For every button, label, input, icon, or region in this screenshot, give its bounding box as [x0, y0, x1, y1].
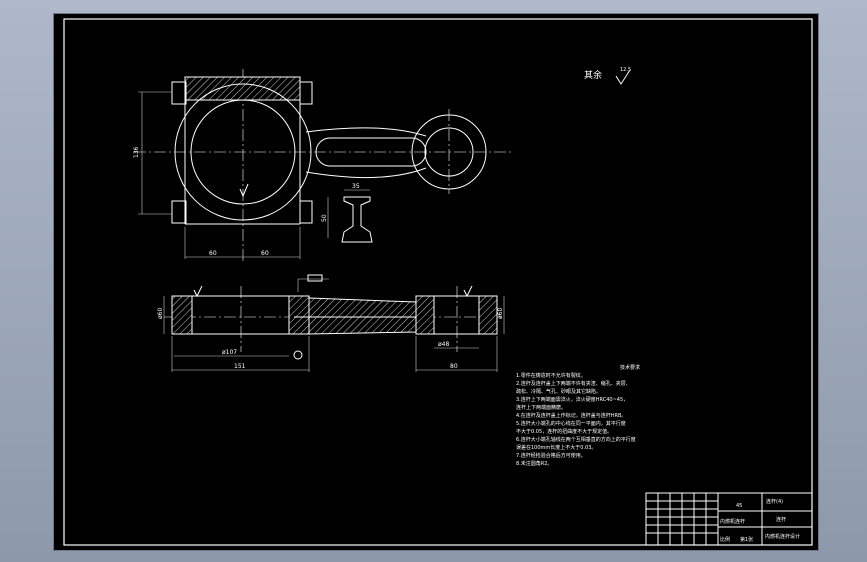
tech-req-line-3: 疏松、冷隔、气孔、砂眼及其它缺陷。: [516, 388, 601, 395]
bolt-bottom-right: [299, 200, 313, 224]
title-subtitle: 内燃机连杆: [720, 518, 745, 525]
surface-finish-note: 其余 12.5: [584, 67, 631, 85]
title-scale: 比例: [720, 536, 730, 543]
title-sheet: 第1张: [740, 536, 753, 543]
cad-drawing: 136 60 60 35 50: [63, 18, 813, 546]
tech-req-line-7: 5.连杆大小端孔的中心线在同一平面内，其平行度: [516, 420, 626, 427]
shank-web: [315, 137, 427, 167]
dim-thickness-left: ø60: [157, 308, 164, 319]
tech-req-title: 技术要求: [620, 364, 640, 371]
roughness-mark-right: [463, 285, 473, 298]
dim-overall-151: 151: [234, 363, 246, 370]
i-beam-section: [341, 196, 373, 243]
dim-section-width: 35: [352, 183, 360, 190]
title-company: 内燃机连杆设计: [765, 533, 800, 540]
dim-bore-small: ø48: [438, 341, 449, 348]
dim-half-left: 60: [209, 250, 217, 257]
drawing-frame: [63, 18, 813, 546]
roughness-mark-left: [193, 285, 203, 298]
tech-req-line-4: 3.连杆上下两端面需淬火，淬火硬度HRC40~45，: [516, 396, 628, 403]
section-view: 35 50: [321, 183, 373, 243]
dim-section-height: 50: [321, 214, 328, 222]
big-end-wall-left: [171, 295, 193, 335]
shank-lower: [305, 167, 427, 179]
tech-req-line-12: 8.未注圆角R2。: [516, 460, 552, 467]
title-block: 45 连杆(4) 连杆 内燃机连杆设计 内燃机连杆 比例 第1张: [645, 492, 813, 546]
roughness-mark-bore: [239, 183, 249, 198]
tech-req-line-6: 4.在连杆及连杆盖上作标记，连杆盖与连杆HRB。: [516, 412, 626, 419]
small-end-wall-right: [478, 295, 498, 335]
surface-finish-label: 其余: [584, 69, 602, 81]
technical-requirements: 技术要求 1.零件在铸造时不允许有裂纹。 2.连杆及连杆盖上下两端不许有夹渣、缩…: [516, 364, 640, 467]
tech-req-line-5: 连杆上下两端面精磨。: [516, 404, 566, 411]
tech-req-line-2: 2.连杆及连杆盖上下两端不许有夹渣、缩孔、夹层、: [516, 380, 631, 387]
dim-half-right: 60: [261, 250, 269, 257]
small-end-outer: [411, 114, 487, 190]
bolt-bottom-left: [171, 200, 187, 224]
dim-thickness-right: ø60: [497, 308, 504, 319]
title-drawing-no: 连杆(4): [766, 498, 783, 505]
small-end-bore: [424, 127, 474, 177]
shank-upper: [305, 127, 427, 137]
bolt-top-left: [171, 81, 187, 105]
surface-finish-value: 12.5: [620, 67, 631, 73]
tech-req-line-9: 6.连杆大小端孔轴线在两个互相垂直的方向上的平行度: [516, 436, 636, 443]
top-section-view: ø60 ø60 ø107 ø48 151 80: [157, 274, 505, 372]
title-material: 45: [736, 503, 742, 509]
big-end-bore: [190, 99, 296, 205]
title-part-name: 连杆: [776, 516, 786, 523]
tech-req-line-1: 1.零件在铸造时不允许有裂纹。: [516, 372, 586, 379]
front-view: 136 60 60: [133, 69, 514, 264]
drawing-sheet: 136 60 60 35 50: [53, 13, 819, 551]
small-end-wall-left: [415, 295, 435, 335]
dim-height: 136: [133, 146, 140, 158]
dim-bore-big: ø107: [222, 349, 237, 356]
shank-section: [308, 297, 417, 335]
bolt-top-right: [299, 81, 313, 105]
tech-req-line-11: 7.连杆经检验合格后方可使用。: [516, 452, 586, 459]
dim-end-80: 80: [450, 363, 458, 370]
big-end-outer: [174, 83, 312, 221]
big-end-wall-right: [288, 295, 310, 335]
tech-req-line-8: 不大于0.05，连杆的扭曲度不大于规定值。: [516, 428, 612, 435]
tech-req-line-10: 误差在100mm长度上不大于0.03。: [516, 444, 596, 451]
